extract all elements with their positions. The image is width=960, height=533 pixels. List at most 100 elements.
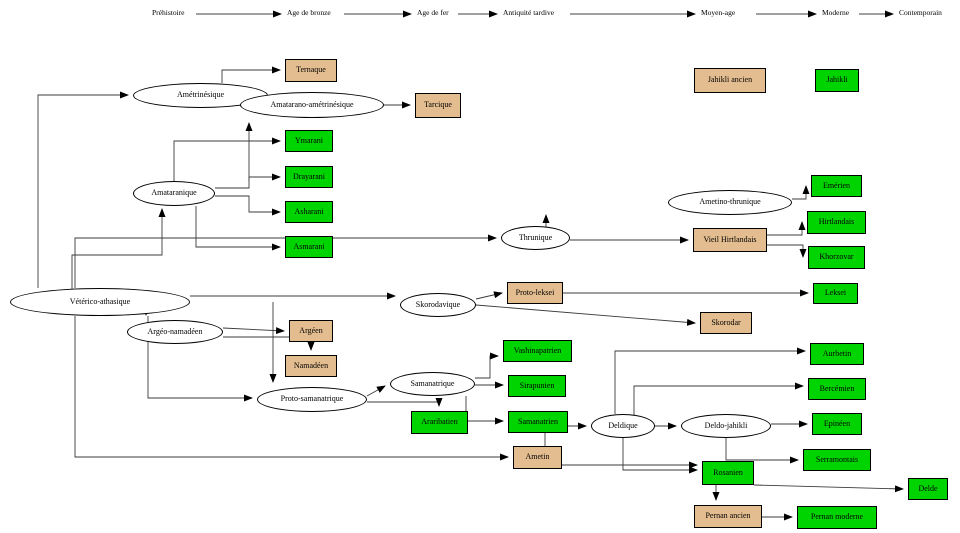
descent-edge (195, 206, 281, 251)
language-node-vieilhirt[interactable]: Vieil Hirtlandais (693, 228, 767, 252)
language-node-label: Jahikli (826, 75, 848, 85)
descent-edge (74, 316, 509, 461)
language-node-label: Khorzovar (819, 252, 854, 262)
language-node-deldojah[interactable]: Deldo-jahikli (681, 414, 771, 438)
language-node-argeo[interactable]: Argéo-namadéen (127, 320, 223, 344)
descent-edge (147, 316, 253, 402)
language-node-pernananc[interactable]: Pernan ancien (694, 505, 762, 528)
descent-edge (367, 398, 443, 407)
language-node-epineen[interactable]: Epinéen (812, 413, 862, 435)
language-node-vashina[interactable]: Vashinapatrien (503, 340, 572, 362)
timeline-period-label: Age de fer (417, 8, 449, 17)
language-node-label: Amataranique (151, 188, 197, 198)
descent-edge (792, 185, 810, 200)
descent-edge (622, 438, 698, 474)
language-node-label: Deldique (608, 420, 638, 430)
language-node-emerien[interactable]: Emérien (811, 175, 862, 197)
language-node-ymarani[interactable]: Ymarani (285, 130, 333, 152)
language-node-label: Pernan moderne (810, 512, 864, 522)
descent-edge (475, 352, 499, 379)
language-node-amatametr[interactable]: Amatarano-amétrinésique (240, 92, 384, 118)
language-node-label: Pernan ancien (705, 511, 751, 521)
language-node-label: Argéo-namadéen (147, 326, 203, 336)
descent-edge (633, 382, 804, 416)
language-node-label: Vashinapatrien (513, 345, 562, 355)
language-node-label: Skorodar (711, 317, 741, 327)
language-node-rosanien[interactable]: Rosanien (702, 461, 754, 485)
timeline-period-label: Antiquité tardive (503, 8, 555, 17)
descent-edge (222, 327, 285, 335)
language-node-tarcique[interactable]: Tarcique (415, 93, 461, 118)
language-node-label: Leksei (824, 288, 847, 298)
language-node-khorzovar[interactable]: Khorzovar (808, 246, 865, 269)
language-node-label: Jahikli ancien (707, 75, 753, 85)
language-node-hirtland[interactable]: Hirtlandais (807, 211, 866, 234)
language-node-drayarani[interactable]: Drayarani (285, 166, 333, 188)
language-node-label: Skorodavique (415, 299, 461, 309)
language-node-pernanmod[interactable]: Pernan moderne (797, 506, 877, 529)
descent-edge (475, 304, 696, 326)
language-node-protosam[interactable]: Proto-samanatrique (257, 387, 367, 412)
language-node-label: Ametino-thrunique (699, 197, 761, 207)
language-node-veterico[interactable]: Vétérico-athasique (10, 288, 190, 316)
language-node-leksei[interactable]: Leksei (813, 283, 858, 304)
language-node-label: Vétérico-athasique (69, 296, 131, 306)
language-node-label: Vieil Hirtlandais (703, 234, 757, 244)
language-node-label: Asmarani (293, 241, 325, 251)
language-node-namadeen[interactable]: Namadéen (285, 355, 337, 377)
language-node-jahiklianc[interactable]: Jahikli ancien (694, 68, 766, 93)
language-node-bercemien[interactable]: Bercémien (808, 378, 866, 400)
language-node-asmarani[interactable]: Asmarani (285, 236, 333, 258)
descent-edge (215, 195, 281, 216)
timeline-period-label: Moderne (822, 8, 850, 17)
language-node-label: Argéen (299, 325, 323, 335)
language-node-aurbetin[interactable]: Aurbetin (810, 343, 864, 365)
language-node-asharani[interactable]: Asharani (285, 201, 333, 223)
language-node-label: Serramontais (815, 454, 859, 464)
language-node-samanat[interactable]: Samanatrique (390, 372, 475, 396)
language-node-skorodav[interactable]: Skorodavique (400, 293, 476, 317)
language-node-label: Tarcique (424, 100, 452, 110)
descent-edge (767, 221, 806, 236)
language-node-deldique[interactable]: Deldique (591, 414, 655, 438)
language-node-araribatien[interactable]: Araribatien (411, 411, 468, 434)
language-node-label: Hirtlandais (818, 217, 855, 227)
timeline-period-label: Contemporain (899, 8, 942, 17)
language-node-label: Ymarani (295, 135, 323, 145)
language-node-label: Rosanien (713, 467, 743, 477)
descent-edge (74, 234, 497, 288)
descent-edge (366, 385, 386, 397)
language-node-label: Epinéen (823, 418, 851, 428)
language-node-ametin[interactable]: Ametin (513, 446, 562, 469)
timeline-period-label: Préhistoire (152, 8, 185, 17)
language-node-amatara[interactable]: Amataranique (133, 181, 215, 206)
language-node-samanatrien[interactable]: Samanatrien (508, 411, 568, 433)
language-node-jahikli[interactable]: Jahikli (815, 69, 859, 92)
language-node-label: Namadéen (293, 360, 329, 370)
language-node-delde[interactable]: Delde (908, 478, 948, 500)
language-node-ternaque[interactable]: Ternaque (285, 59, 337, 82)
language-node-sirapunien[interactable]: Sirapunien (508, 375, 566, 397)
descent-edge (753, 484, 904, 493)
language-node-label: Samanatrique (410, 378, 455, 388)
language-node-skorodar[interactable]: Skorodar (700, 312, 752, 334)
language-node-ametino[interactable]: Ametino-thrunique (668, 190, 792, 215)
language-node-label: Bercémien (819, 383, 855, 393)
edge-path-group (37, 66, 904, 521)
language-node-label: Samanatrien (518, 416, 558, 426)
timeline-period-label: Age de bronze (287, 8, 331, 17)
language-node-label: Ametin (525, 452, 550, 462)
language-node-serramont[interactable]: Serramontais (803, 449, 871, 471)
timeline-period-label: Moyen-age (701, 8, 736, 17)
language-node-label: Amatarano-amétrinésique (270, 99, 354, 109)
descent-edge (465, 396, 504, 425)
language-node-protoleksei[interactable]: Proto-leksei (507, 282, 563, 304)
descent-edge (725, 438, 799, 464)
language-node-label: Sirapunien (519, 380, 555, 390)
language-node-thrunique[interactable]: Thrunique (501, 226, 570, 250)
language-node-argeen[interactable]: Argéen (289, 320, 333, 342)
language-node-label: Aurbetin (822, 348, 852, 358)
descent-edge (215, 173, 281, 189)
